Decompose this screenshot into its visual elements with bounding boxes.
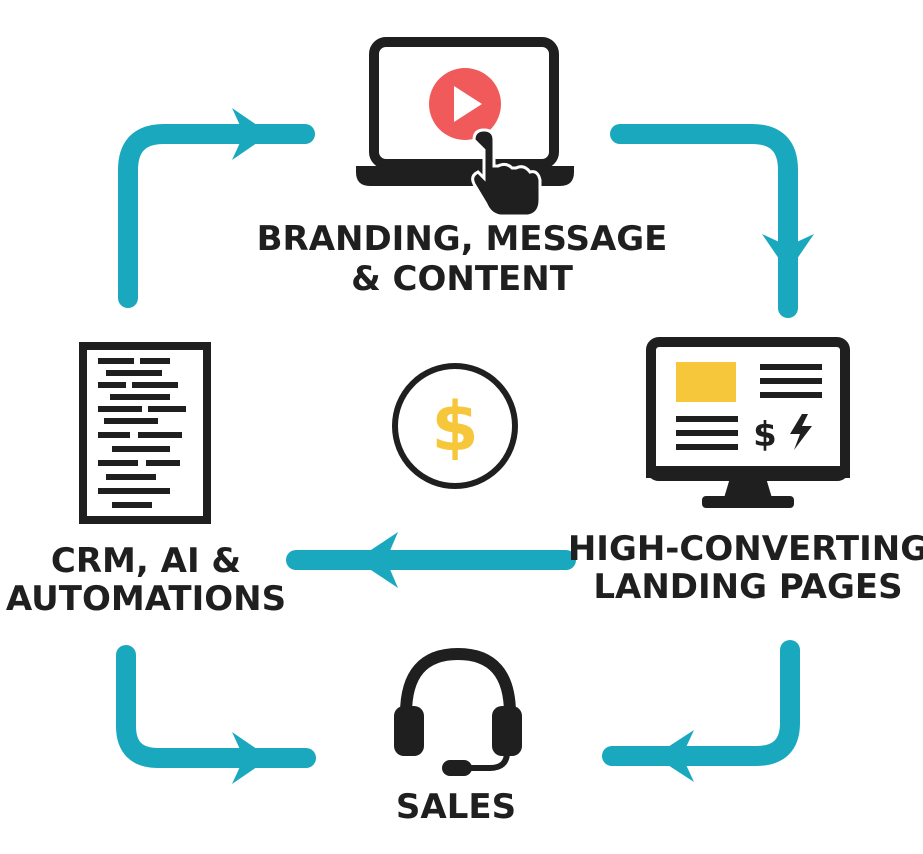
crm-label-line1: CRM, AI &: [51, 541, 241, 581]
arrowhead-left-bottom: [654, 730, 694, 782]
headset-icon: [394, 647, 522, 776]
branding-label-line1: BRANDING, MESSAGE: [257, 219, 668, 259]
arrowhead-right-bottom: [232, 732, 270, 784]
branding-label-line2: & CONTENT: [351, 259, 574, 299]
landing-label-line2: LANDING PAGES: [593, 567, 902, 607]
arrow-crm-to-branding: [118, 124, 315, 308]
arrowhead-down-right: [762, 234, 814, 272]
arrow-heads: [232, 108, 814, 784]
cycle-arrows: [116, 124, 800, 768]
monitor-page-icon: $: [646, 337, 850, 508]
dollar-symbol: $: [431, 388, 478, 467]
dollar-circle-icon: $: [392, 363, 518, 489]
document-icon: [79, 342, 211, 524]
arrow-crm-to-sales: [116, 645, 316, 768]
laptop-play-icon: [356, 37, 574, 218]
crm-label-line2: AUTOMATIONS: [6, 579, 286, 619]
arrowhead-right-top: [232, 108, 270, 160]
landing-label-line1: HIGH-CONVERTING: [568, 529, 923, 569]
sales-label: SALES: [396, 787, 516, 827]
svg-text:$: $: [753, 415, 777, 455]
arrow-branding-to-landing: [610, 124, 798, 318]
pointer-hand-icon: [471, 128, 542, 218]
arrowhead-left-middle: [356, 532, 398, 588]
arrow-landing-to-sales: [602, 640, 800, 766]
lightning-icon: [790, 414, 812, 450]
